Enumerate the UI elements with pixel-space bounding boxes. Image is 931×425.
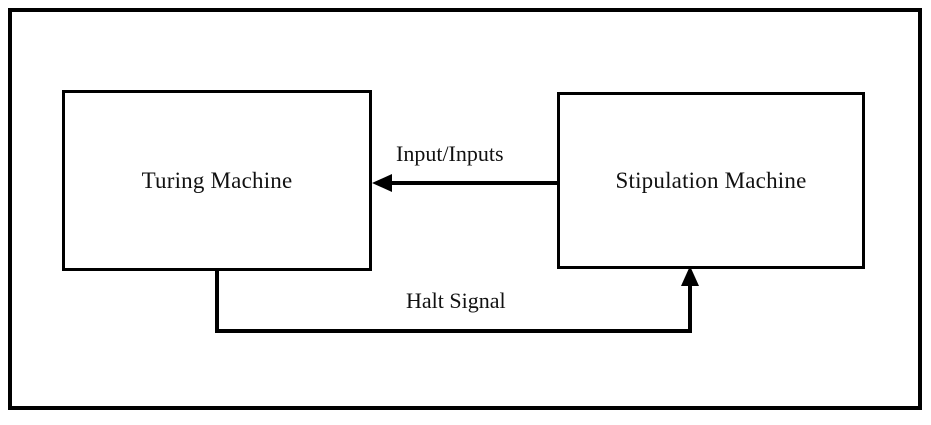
edge-halt-signal — [215, 266, 699, 333]
diagram-outer-frame — [8, 8, 922, 410]
edge-halt-signal-arrowhead-icon — [681, 266, 699, 286]
edge-label-halt-signal: Halt Signal — [406, 288, 506, 313]
edge-input-inputs — [372, 174, 557, 192]
node-stipulation-machine-label: Stipulation Machine — [615, 167, 807, 193]
edge-input-inputs-arrowhead-icon — [372, 174, 392, 192]
node-turing-machine[interactable]: Turing Machine — [62, 90, 372, 271]
edge-label-input-inputs: Input/Inputs — [396, 141, 504, 166]
node-turing-machine-label: Turing Machine — [141, 167, 293, 193]
node-stipulation-machine[interactable]: Stipulation Machine — [557, 92, 865, 269]
edge-halt-signal-line — [215, 271, 692, 333]
